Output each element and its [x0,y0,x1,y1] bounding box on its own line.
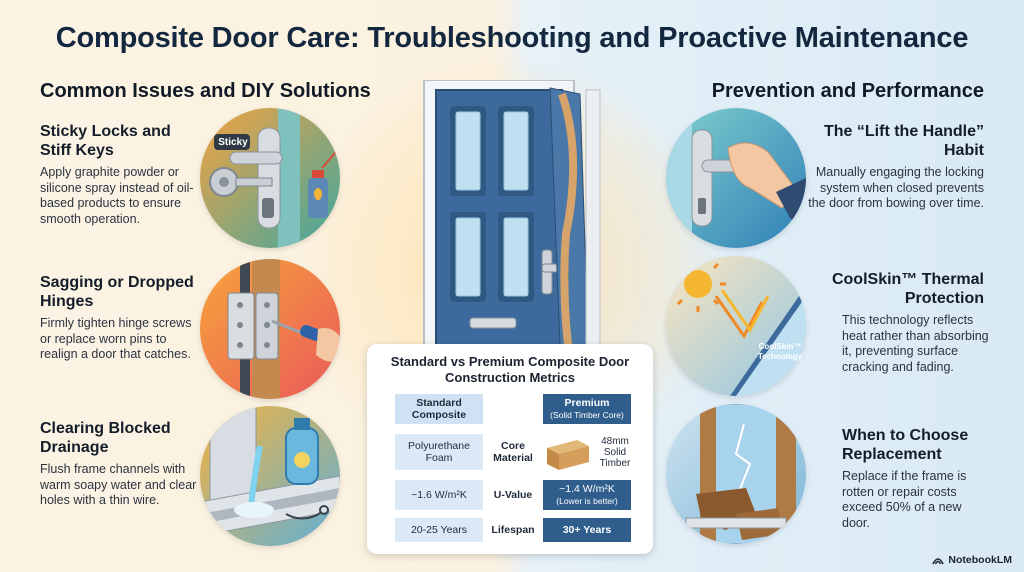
metric-lifespan: Lifespan [491,523,535,536]
sticky-locks-heading: Sticky Locks and Stiff Keys [40,123,171,159]
premium-core-material: 48mm Solid Timber [599,436,631,469]
premium-u-value-note: (Lower is better) [556,496,618,506]
hinge-illustration [200,259,340,399]
metrics-card: Standard vs Premium Composite Door Const… [367,344,653,554]
metrics-title: Standard vs Premium Composite Door Const… [390,354,630,385]
premium-header: Premium [564,396,610,409]
coolskin-tag: CoolSkin™ Technology [757,342,803,361]
rotten-frame-icon [666,404,806,544]
standard-u-value: ~1.6 W/m²K [395,480,483,510]
coolskin-illustration [666,256,806,396]
hand-handle-icon [666,108,806,248]
drainage-bottle-icon [200,406,340,546]
replacement-illustration [666,404,806,544]
lift-handle-illustration [666,108,806,248]
lift-handle-body: Manually engaging the locking system whe… [808,165,984,210]
standard-header: Standard Composite [395,394,483,424]
page-title: Composite Door Care: Troubleshooting and… [55,22,969,54]
sticky-locks-body: Apply graphite powder or silicone spray … [40,165,194,226]
premium-u-value-cell: ~1.4 W/m²K (Lower is better) [543,480,631,510]
replacement-body: Replace if the frame is rotten or repair… [842,469,967,530]
lock-key-icon [200,108,340,248]
coolskin-body: This technology reflects heat rather tha… [842,313,989,374]
replacement-heading: When to Choose Replacement [842,427,969,463]
right-section-title: Prevention and Performance [711,80,984,102]
hinges-body: Firmly tighten hinge screws or replace w… [40,316,192,361]
premium-lifespan: 30+ Years [543,518,631,542]
sun-reflection-icon [666,256,806,396]
premium-header-cell: Premium (Solid Timber Core) [543,394,631,424]
drainage-heading: Clearing Blocked Drainage [40,420,171,456]
premium-u-value: ~1.4 W/m²K [559,482,615,495]
hinges-heading: Sagging or Dropped Hinges [40,274,194,310]
premium-subheader: (Solid Timber Core) [550,410,624,420]
coolskin-heading: CoolSkin™ Thermal Protection [831,271,984,307]
brand-mark: NotebookLM [932,554,1012,566]
screwdriver-hinge-icon [200,259,340,399]
lift-handle-heading: The “Lift the Handle” Habit [824,123,984,159]
metric-core-material: Core Material [493,439,533,465]
timber-block-icon [547,440,589,470]
brand-label: NotebookLM [948,554,1012,566]
sticky-tag: Sticky [218,137,248,148]
drainage-illustration [200,406,340,546]
standard-core-material: Polyurethane Foam [395,434,483,470]
metric-u-value: U-Value [493,488,533,501]
standard-lifespan: 20-25 Years [395,518,483,542]
drainage-body: Flush frame channels with warm soapy wat… [40,462,197,507]
notebooklm-logo-icon [932,558,945,565]
left-section-title: Common Issues and DIY Solutions [40,80,371,102]
sticky-lock-illustration [200,108,340,248]
premium-core-material-cell: 48mm Solid Timber [543,428,637,476]
